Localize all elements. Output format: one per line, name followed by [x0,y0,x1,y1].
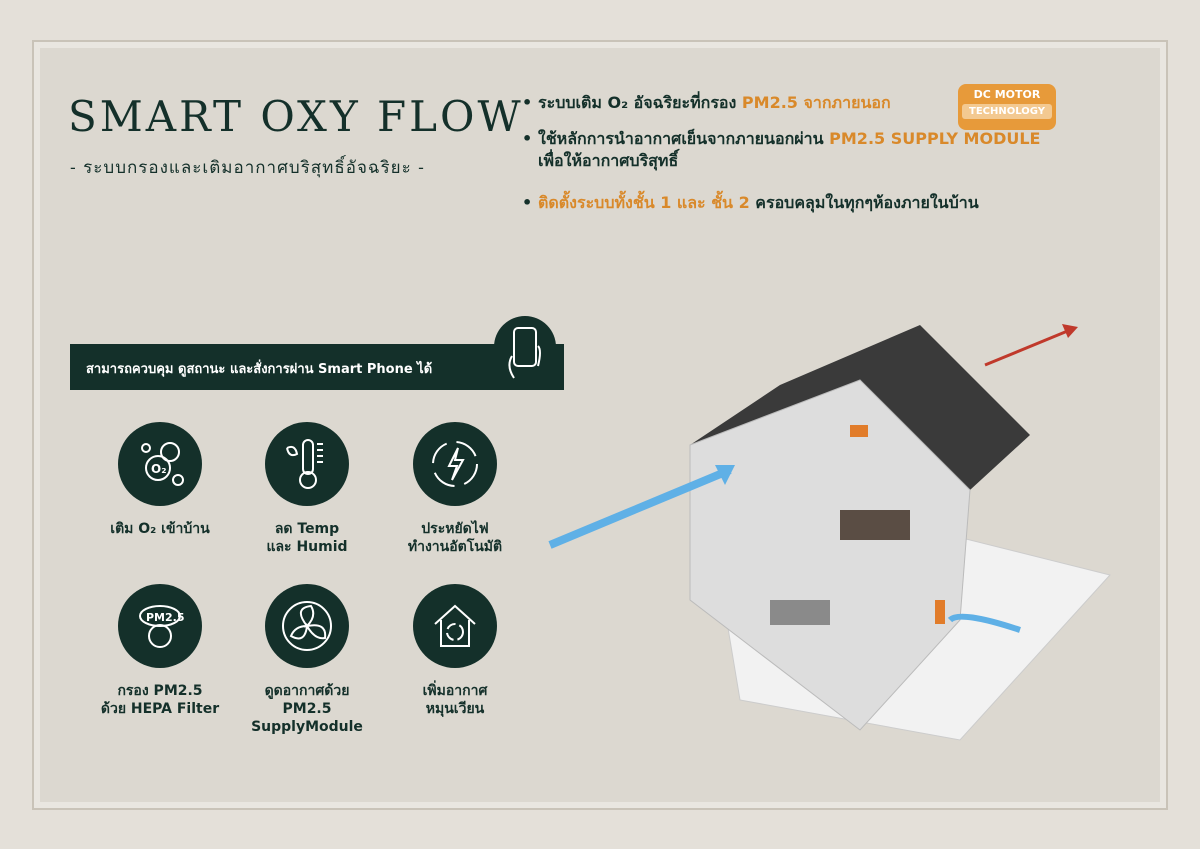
bullet-item: ระบบเติม O₂ อัจฉริยะที่กรอง PM2.5 จากภาย… [522,92,1152,114]
thermometer-leaf-icon [265,422,349,506]
air-outflow-arrow [984,328,1071,367]
feature-label: เติม O₂ เข้าบ้าน [110,521,210,537]
feature-circulation: เพิ่มอากาศหมุนเวียน [380,584,530,718]
energy-cycle-icon [413,422,497,506]
bullet-text: ครอบคลุมในทุกๆห้องภายในบ้าน [749,193,979,212]
house-circulation-icon [413,584,497,668]
feature-label: ประหยัดไฟ [421,521,489,537]
bullet-text: เพื่อให้อากาศบริสุทธิ์ [538,151,679,170]
page-subtitle: - ระบบกรองและเติมอากาศบริสุทธิ์อัจฉริยะ … [70,158,425,178]
badge-line2: TECHNOLOGY [962,104,1052,119]
bullet-text: ระบบเติม O₂ อัจฉริยะที่กรอง [538,93,742,112]
bullet-highlight: PM2.5 SUPPLY MODULE [829,129,1041,148]
feature-energy: ประหยัดไฟทำงานอัตโนมัติ [380,422,530,556]
house-cutaway-illustration [548,324,1111,741]
badge-line1: DC MOTOR [973,88,1041,101]
feature-label: ลด Temp [274,521,340,537]
bullet-highlight: PM2.5 จากภายนอก [741,93,891,112]
feature-label: กรอง PM2.5 [117,683,203,699]
feature-temp: ลด Temp และ Humid [232,422,382,556]
svg-text:PM2.5: PM2.5 [146,611,185,624]
pm25-filter-icon: PM2.5 [118,584,202,668]
bullet-text: ใช้หลักการนำอากาศเย็นจากภายนอกผ่าน [538,129,830,148]
smartphone-hand-icon [494,316,556,390]
feature-oxygen: O₂ เติม O₂ เข้าบ้าน [85,422,235,538]
feature-label: ทำงานอัตโนมัติ [407,539,503,555]
feature-bullets: ระบบเติม O₂ อัจฉริยะที่กรอง PM2.5 จากภาย… [522,92,1152,228]
roof [690,325,1030,490]
smartphone-banner: สามารถควบคุม ดูสถานะ และสั่งการผ่าน Smar… [70,344,564,390]
fan-icon [265,584,349,668]
oxygen-bubbles-icon: O₂ [118,422,202,506]
air-inflow-arrow [548,466,732,549]
feature-label: PM2.5 SupplyModule [251,701,363,735]
dc-motor-badge: DC MOTOR TECHNOLOGY [958,84,1056,130]
page-title: SMART OXY FLOW [68,92,524,141]
bullet-highlight: ติดตั้งระบบทั้งชั้น 1 และ ชั้น 2 [538,193,750,212]
feature-label: และ Humid [266,539,348,555]
feature-pm25-filter: PM2.5 กรอง PM2.5 ด้วย HEPA Filter [85,584,235,718]
feature-label: ดูดอากาศด้วย [264,683,350,699]
feature-label: เพิ่มอากาศ [422,683,488,699]
svg-text:O₂: O₂ [151,462,166,476]
feature-label: หมุนเวียน [425,701,485,717]
feature-label: ด้วย HEPA Filter [100,701,220,717]
bullet-item: ติดตั้งระบบทั้งชั้น 1 และ ชั้น 2 ครอบคลุ… [522,192,1152,214]
feature-supply-module: ดูดอากาศด้วย PM2.5 SupplyModule [232,584,382,736]
bullet-item: ใช้หลักการนำอากาศเย็นจากภายนอกผ่าน PM2.5… [522,128,1152,172]
